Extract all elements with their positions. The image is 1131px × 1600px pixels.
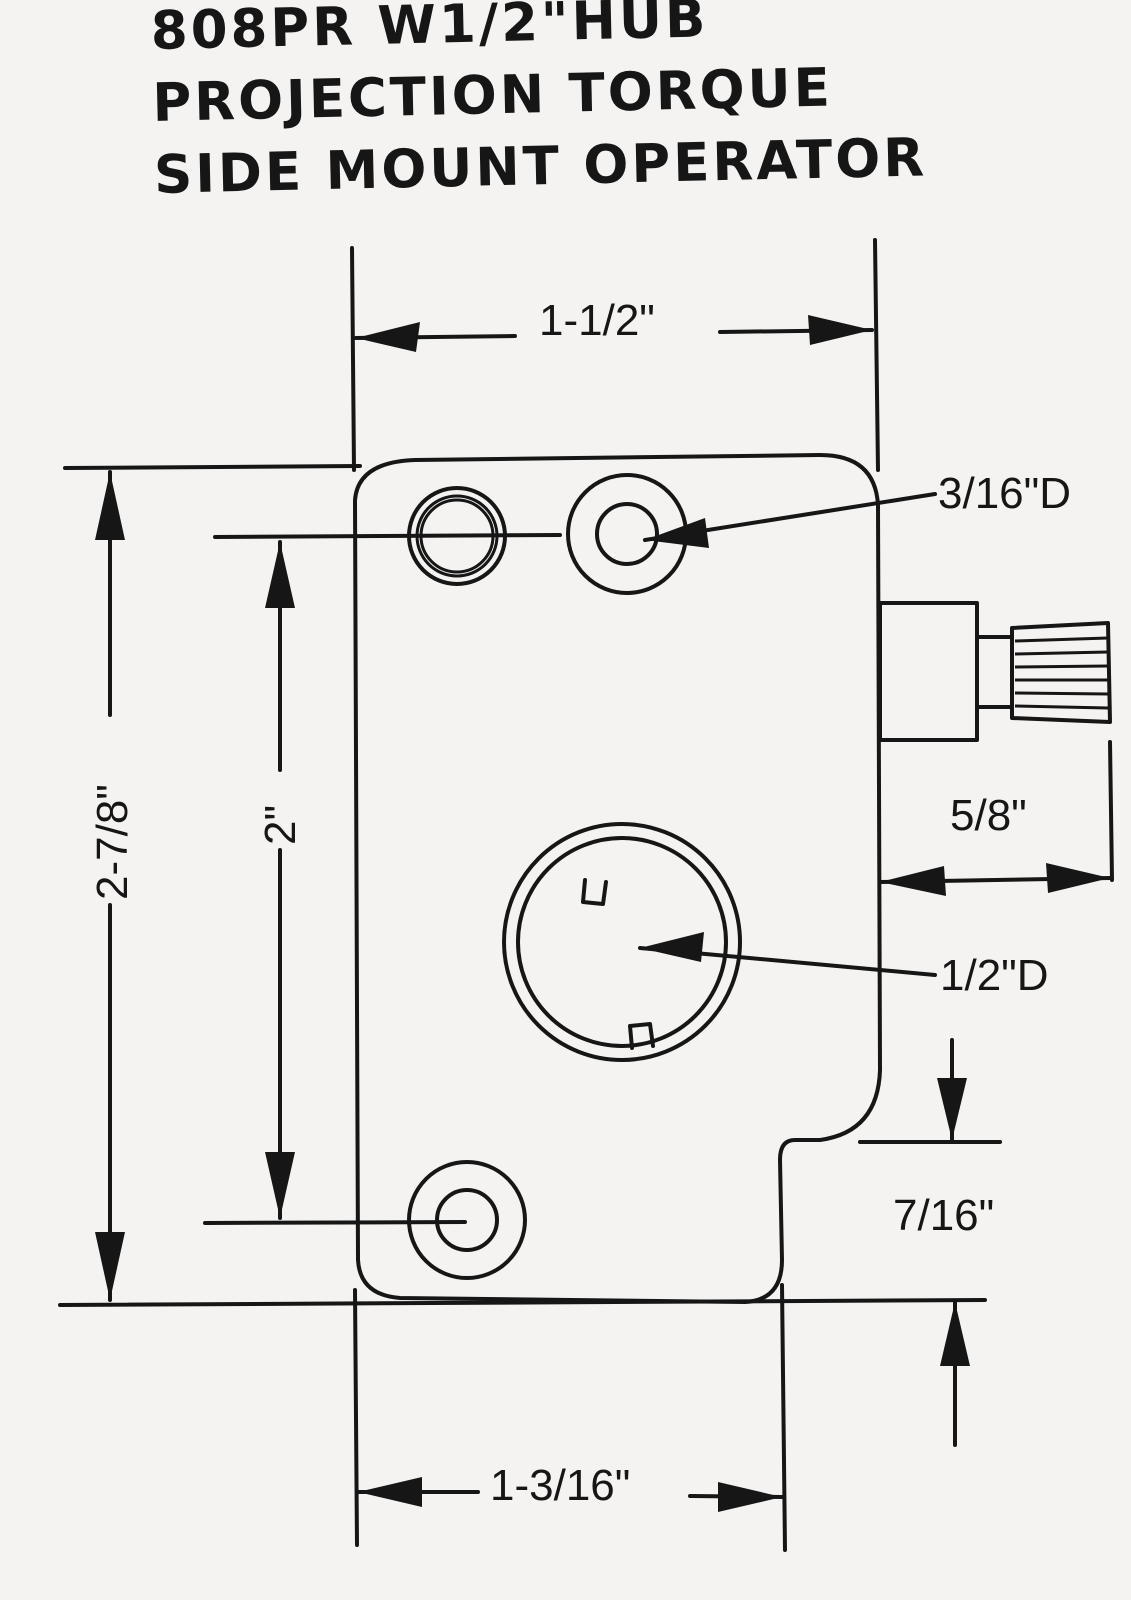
dim-bottom-width: 1-3/16" [356, 1461, 784, 1512]
dim-notch-height: 7/16" [893, 1038, 994, 1447]
dim-hub-projection-label: 5/8" [950, 791, 1027, 840]
extension-line-overall-top [63, 464, 362, 470]
dim-notch-height-label: 7/16" [893, 1191, 994, 1240]
leader-small-hole: 3/16"D [643, 469, 1071, 548]
dim-hole-spacing-label: 2" [256, 805, 305, 845]
dim-hub-label: 1/2"D [940, 951, 1049, 1000]
dim-bottom-width-label: 1-3/16" [490, 1461, 630, 1510]
center-hub [502, 822, 742, 1062]
side-hub [878, 601, 1112, 742]
mounting-hole-bottom [407, 1160, 527, 1280]
dim-top-width: 1-1/2" [354, 296, 874, 352]
dim-hole-spacing: 2" [256, 540, 305, 1220]
leader-hub: 1/2"D [638, 932, 1049, 1000]
dim-top-width-label: 1-1/2" [539, 296, 655, 345]
extension-line-notch-bottom [780, 1283, 787, 1552]
bottom-hole-centerline [203, 1220, 467, 1225]
extension-line-hub-end [1108, 740, 1114, 882]
dim-hub-projection: 5/8" [878, 791, 1112, 896]
dim-small-hole-label: 3/16"D [938, 469, 1071, 518]
operator-body-outline [353, 453, 882, 1304]
dim-overall-height-label: 2-7/8" [88, 784, 137, 900]
extension-line-left-bottom [353, 1288, 359, 1547]
dim-overall-height: 2-7/8" [88, 470, 137, 1302]
extension-line-overall-bottom [58, 1298, 987, 1307]
top-hole-centerline [213, 533, 562, 539]
extension-line-right-top [873, 238, 880, 472]
extension-line-left-top [350, 246, 356, 472]
